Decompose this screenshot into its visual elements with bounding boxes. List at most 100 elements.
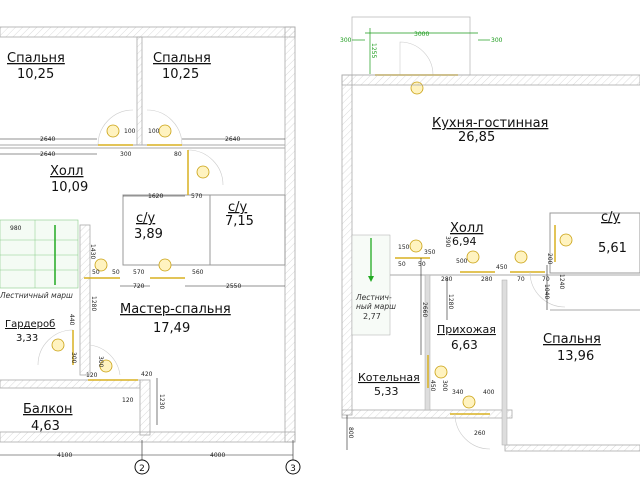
dimension-label: 300 xyxy=(340,37,352,44)
door-tag-icon xyxy=(196,165,210,179)
room-name: Балкон xyxy=(23,402,73,417)
dimension-label: 2640 xyxy=(225,136,240,143)
axis-label: 2 xyxy=(139,464,145,474)
stair-arrow-icon xyxy=(368,276,374,282)
room-area: 3,33 xyxy=(16,333,38,344)
room-area: 10,09 xyxy=(51,180,88,195)
door-tag-icon xyxy=(99,359,113,373)
door-tag-icon xyxy=(51,338,65,352)
room-area: 17,49 xyxy=(153,321,190,336)
room-area: 5,61 xyxy=(598,241,627,256)
dimension-label: 560 xyxy=(192,269,204,276)
dimension-label: 390 xyxy=(444,236,451,248)
room-area: 13,96 xyxy=(557,349,594,364)
wall-top xyxy=(341,74,640,86)
dimension-label: 300 xyxy=(97,356,104,368)
door-tag-icon xyxy=(466,250,480,264)
balcony-dimensions: 300 3000 300 1255 xyxy=(340,28,503,74)
dimension-label: 50 xyxy=(398,261,406,268)
room-name-line2: ный марш xyxy=(356,302,396,311)
door-tag-icon xyxy=(434,365,448,379)
room-name: с/у xyxy=(228,200,248,215)
wall-bedrooms xyxy=(136,36,143,146)
dimension-label: 150 xyxy=(398,244,410,251)
doors xyxy=(37,109,224,381)
wc-walls xyxy=(549,212,640,274)
dimension-lines xyxy=(0,138,294,460)
dimension-label: 420 xyxy=(141,371,153,378)
wall-left xyxy=(341,74,353,416)
dimension-label: 120 xyxy=(122,397,134,404)
dimension-label: 300 xyxy=(441,380,448,392)
room-name: Гардероб xyxy=(5,319,55,330)
dimension-label: 260 xyxy=(474,430,486,437)
dimension-label: 720 xyxy=(133,283,145,290)
staircase xyxy=(0,219,79,289)
door-tag-icon xyxy=(158,124,172,138)
dimension-label: 1255 xyxy=(370,43,377,58)
dimension-label: 3000 xyxy=(414,31,429,38)
door-tag-icon xyxy=(409,239,423,253)
dimension-label: 450 xyxy=(496,264,508,271)
dimension-label: 50 xyxy=(92,269,100,276)
dimension-label: 400 xyxy=(483,389,495,396)
left-plan: 2 3 Спальня 10,25 Спальня 10,25 Холл 10,… xyxy=(0,26,301,475)
room-area: 5,33 xyxy=(374,385,399,398)
room-area: 10,25 xyxy=(162,67,199,82)
dimension-label: 440 xyxy=(68,314,75,326)
door-tag-icon xyxy=(106,124,120,138)
room-name: Спальня xyxy=(7,51,65,66)
dimension-label: 50 xyxy=(112,269,120,276)
dimension-label: 4000 xyxy=(210,452,225,459)
dimension-label: 500 xyxy=(456,258,468,265)
right-plan: 300 3000 300 1255 xyxy=(340,16,640,452)
dimension-label: 1280 xyxy=(90,296,97,311)
staircase xyxy=(351,234,391,336)
room-name: Холл xyxy=(50,164,83,179)
room-name: с/у xyxy=(136,211,156,226)
door-tag-icon xyxy=(462,395,476,409)
dimension-label: 1280 xyxy=(447,294,454,309)
dimension-label: 80 xyxy=(174,151,182,158)
dimension-label: 300 xyxy=(491,37,503,44)
wall-right xyxy=(284,26,296,443)
room-area: 3,89 xyxy=(134,227,163,242)
room-area: 2,77 xyxy=(363,312,381,321)
room-area: 6,94 xyxy=(452,235,477,248)
dimension-label: 570 xyxy=(133,269,145,276)
dimension-label: 340 xyxy=(452,389,464,396)
dimension-label: 120 xyxy=(86,372,98,379)
room-area: 26,85 xyxy=(458,130,495,145)
dimension-label: 300 xyxy=(120,151,132,158)
wall-balcony xyxy=(0,379,141,389)
dimension-label: 2640 xyxy=(40,136,55,143)
dimension-label: 2640 xyxy=(40,151,55,158)
room-name: Спальня xyxy=(543,332,601,347)
doors xyxy=(395,225,573,450)
dimension-lines xyxy=(346,258,548,450)
dimension-label: 980 xyxy=(10,225,22,232)
dimension-label: 100 xyxy=(124,128,136,135)
dimension-label: 1430 xyxy=(89,244,96,259)
room-area: 7,15 xyxy=(225,214,254,229)
dimension-label: 800 xyxy=(347,427,354,439)
dimension-label: 450 xyxy=(429,380,436,392)
dimension-label: 1620 xyxy=(148,193,163,200)
door-tag-icon xyxy=(158,258,172,272)
wc-large-walls xyxy=(209,194,286,266)
room-name: Лестнич- xyxy=(355,293,392,302)
dimension-label: 100 xyxy=(148,128,160,135)
dimension-label: 1230 xyxy=(158,394,165,409)
room-area: 4,63 xyxy=(31,419,60,434)
room-name: Прихожая xyxy=(437,323,496,336)
door-tag-icon xyxy=(514,250,528,264)
axis-label: 3 xyxy=(290,464,296,474)
wall-stair xyxy=(79,224,91,376)
room-name: Спальня xyxy=(153,51,211,66)
door-tag-icon xyxy=(94,258,108,272)
room-name: Мастер-спальня xyxy=(120,302,231,317)
dimension-label: 2550 xyxy=(226,283,241,290)
dimension-label: 300 xyxy=(70,352,77,364)
room-name: Лестничный марш xyxy=(0,291,73,300)
